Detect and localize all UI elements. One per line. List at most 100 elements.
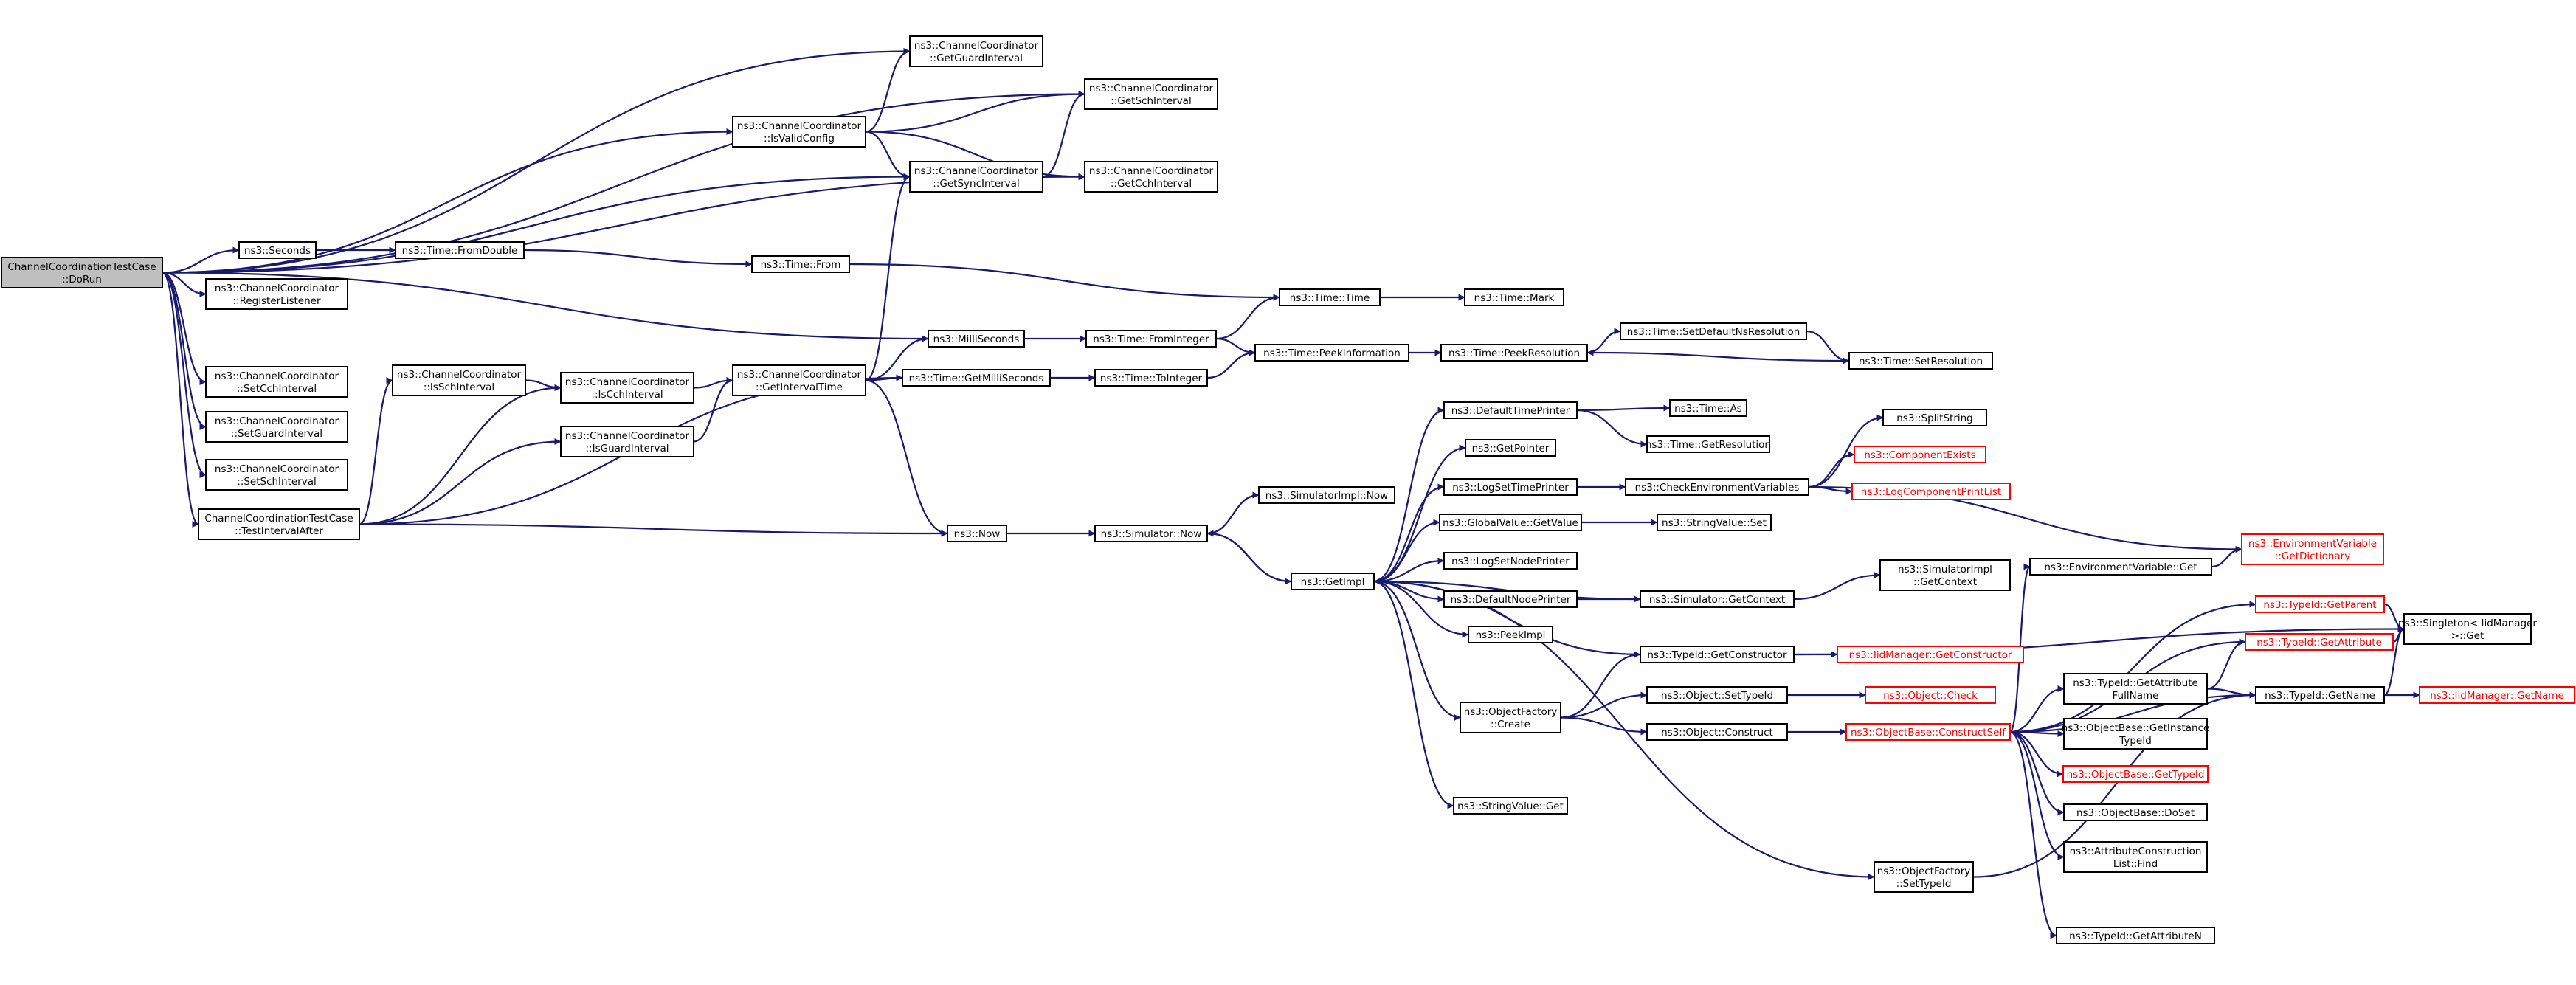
node-getms[interactable]: ns3::Time::GetMilliSeconds — [902, 369, 1051, 387]
edge-isguard-to-getintervaltime — [693, 377, 733, 443]
node-simgetctx[interactable]: ns3::Simulator::GetContext — [1640, 590, 1795, 608]
node-label: ns3::TypeId::GetAttribute — [2073, 677, 2198, 689]
node-testafter[interactable]: ChannelCoordinationTestCase::TestInterva… — [198, 508, 360, 540]
node-sync[interactable]: ns3::ChannelCoordinator::GetSyncInterval — [909, 161, 1043, 193]
node-objfactcreate[interactable]: ns3::ObjectFactory::Create — [1460, 702, 1561, 733]
node-timeas[interactable]: ns3::Time::As — [1669, 399, 1747, 417]
node-label: ns3::Object::Check — [1883, 690, 1978, 702]
node-seconds[interactable]: ns3::Seconds — [238, 241, 317, 259]
node-splitstring[interactable]: ns3::SplitString — [1882, 409, 1987, 426]
node-svset[interactable]: ns3::StringValue::Set — [1657, 514, 1772, 531]
node-cch[interactable]: ns3::ChannelCoordinator::GetCchInterval — [1084, 161, 1218, 193]
node-compexists[interactable]: ns3::ComponentExists — [1854, 446, 1986, 463]
nodes-layer: ChannelCoordinationTestCase::DoRunns3::C… — [1, 35, 2575, 944]
node-label: ::TestIntervalAfter — [235, 525, 323, 537]
edge-objfactcreate-to-getctor — [1560, 651, 1641, 719]
node-issch[interactable]: ns3::ChannelCoordinator::IsSchInterval — [392, 364, 526, 396]
node-setsch[interactable]: ns3::ChannelCoordinator::SetSchInterval — [205, 459, 348, 491]
node-singleton[interactable]: ns3::Singleton< IidManager>::Get — [2398, 613, 2537, 645]
edge-constructself-to-getattrfull — [2009, 685, 2065, 733]
node-checkenv[interactable]: ns3::CheckEnvironmentVariables — [1625, 478, 1809, 496]
node-setdefres[interactable]: ns3::Time::SetDefaultNsResolution — [1620, 322, 1807, 340]
node-getparent[interactable]: ns3::TypeId::GetParent — [2255, 595, 2385, 613]
node-label: List::Find — [2113, 858, 2158, 870]
node-peekimpl[interactable]: ns3::PeekImpl — [1468, 626, 1553, 643]
node-peekinfo[interactable]: ns3::Time::PeekInformation — [1254, 344, 1409, 362]
node-label: ::DoRun — [62, 274, 102, 286]
node-label: ns3::ChannelCoordinator — [1089, 83, 1214, 94]
node-setcch[interactable]: ns3::ChannelCoordinator::SetCchInterval — [205, 366, 348, 398]
node-settypeid[interactable]: ns3::Object::SetTypeId — [1646, 686, 1788, 704]
node-box — [1465, 439, 1556, 457]
node-factsettypeid[interactable]: ns3::ObjectFactory::SetTypeId — [1874, 861, 1974, 893]
node-label: ns3::ChannelCoordinator — [215, 283, 339, 294]
node-constructself[interactable]: ns3::ObjectBase::ConstructSelf — [1845, 723, 2011, 741]
node-getintervaltime[interactable]: ns3::ChannelCoordinator::GetIntervalTime — [732, 364, 866, 396]
node-box — [1879, 559, 2011, 591]
node-setres[interactable]: ns3::Time::SetResolution — [1848, 352, 1993, 370]
node-from[interactable]: ns3::Time::From — [751, 255, 850, 273]
node-label: ns3::Now — [954, 528, 1001, 540]
node-label: ns3::ChannelCoordinator — [215, 415, 339, 427]
node-obgettypeid[interactable]: ns3::ObjectBase::GetTypeId — [2062, 765, 2209, 783]
node-guard[interactable]: ns3::ChannelCoordinator::GetGuardInterva… — [909, 35, 1043, 67]
node-box — [1854, 446, 1986, 463]
node-getctor[interactable]: ns3::TypeId::GetConstructor — [1640, 646, 1795, 663]
node-simimplnow[interactable]: ns3::SimulatorImpl::Now — [1258, 486, 1395, 504]
node-box — [732, 116, 866, 148]
node-timegetres[interactable]: ns3::Time::GetResolution — [1646, 435, 1771, 453]
node-peekres[interactable]: ns3::Time::PeekResolution — [1440, 344, 1588, 362]
node-label: ns3::ObjectFactory — [1464, 706, 1558, 718]
node-fromint[interactable]: ns3::Time::FromInteger — [1085, 330, 1217, 348]
node-label: ns3::Simulator::GetContext — [1649, 594, 1785, 606]
node-getattr[interactable]: ns3::TypeId::GetAttribute — [2245, 633, 2394, 651]
node-label: ::Create — [1491, 719, 1530, 730]
node-logsetnodeprinter[interactable]: ns3::LogSetNodePrinter — [1443, 552, 1578, 570]
node-simimplgetctx[interactable]: ns3::SimulatorImpl::GetContext — [1879, 559, 2011, 591]
node-box — [205, 459, 348, 491]
node-gvget[interactable]: ns3::GlobalValue::GetValue — [1439, 514, 1582, 531]
node-label: ns3::SimulatorImpl::Now — [1265, 490, 1388, 502]
node-envgetdict[interactable]: ns3::EnvironmentVariable::GetDictionary — [2241, 533, 2384, 565]
node-label: ns3::EnvironmentVariable::Get — [2044, 561, 2197, 573]
edge-dorun-to-setcch — [162, 272, 207, 385]
node-objcheck[interactable]: ns3::Object::Check — [1865, 686, 1996, 704]
node-logcompprint[interactable]: ns3::LogComponentPrintList — [1851, 483, 2011, 500]
edge-factsettypeid-to-getname — [1972, 691, 2256, 878]
node-iidgetctor[interactable]: ns3::IidManager::GetConstructor — [1837, 646, 2024, 663]
node-getname[interactable]: ns3::TypeId::GetName — [2255, 686, 2385, 704]
node-getimpl[interactable]: ns3::GetImpl — [1291, 573, 1375, 590]
node-box — [1443, 590, 1578, 608]
node-valid[interactable]: ns3::ChannelCoordinator::IsValidConfig — [732, 116, 866, 148]
node-simnow[interactable]: ns3::Simulator::Now — [1094, 525, 1208, 542]
node-time[interactable]: ns3::Time::Time — [1279, 288, 1381, 306]
node-defnodeprinter[interactable]: ns3::DefaultNodePrinter — [1443, 590, 1578, 608]
node-iidgetname[interactable]: ns3::IidManager::GetName — [2419, 686, 2575, 704]
node-envget[interactable]: ns3::EnvironmentVariable::Get — [2029, 558, 2212, 576]
node-iscch[interactable]: ns3::ChannelCoordinator::IsCchInterval — [560, 372, 694, 404]
node-svget[interactable]: ns3::StringValue::Get — [1453, 797, 1568, 815]
node-getattrn[interactable]: ns3::TypeId::GetAttributeN — [2056, 927, 2215, 944]
node-getpointer[interactable]: ns3::GetPointer — [1465, 439, 1556, 457]
node-reglistener[interactable]: ns3::ChannelCoordinator::RegisterListene… — [205, 278, 348, 310]
edge-constructself-to-getinstancetid — [2009, 730, 2065, 737]
edge-setdefres-to-setres — [1806, 330, 1850, 364]
node-fromdouble[interactable]: ns3::Time::FromDouble — [395, 241, 525, 259]
node-sch[interactable]: ns3::ChannelCoordinator::GetSchInterval — [1084, 78, 1218, 110]
node-now[interactable]: ns3::Now — [947, 525, 1007, 542]
edge-getintervaltime-to-milli — [865, 335, 929, 381]
node-isguard[interactable]: ns3::ChannelCoordinator::IsGuardInterval — [560, 426, 694, 457]
node-objconstruct[interactable]: ns3::Object::Construct — [1646, 723, 1788, 741]
node-deftimeprinter[interactable]: ns3::DefaultTimePrinter — [1443, 401, 1578, 419]
node-setguard[interactable]: ns3::ChannelCoordinator::SetGuardInterva… — [205, 411, 348, 443]
node-logsettimeprinter[interactable]: ns3::LogSetTimePrinter — [1443, 478, 1578, 496]
edge-testafter-to-now — [359, 523, 948, 537]
node-milli[interactable]: ns3::MilliSeconds — [928, 330, 1025, 348]
node-doset[interactable]: ns3::ObjectBase::DoSet — [2063, 803, 2208, 821]
node-dorun[interactable]: ChannelCoordinationTestCase::DoRun — [1, 257, 163, 288]
node-mark[interactable]: ns3::Time::Mark — [1464, 288, 1564, 306]
node-toint[interactable]: ns3::Time::ToInteger — [1094, 369, 1208, 387]
